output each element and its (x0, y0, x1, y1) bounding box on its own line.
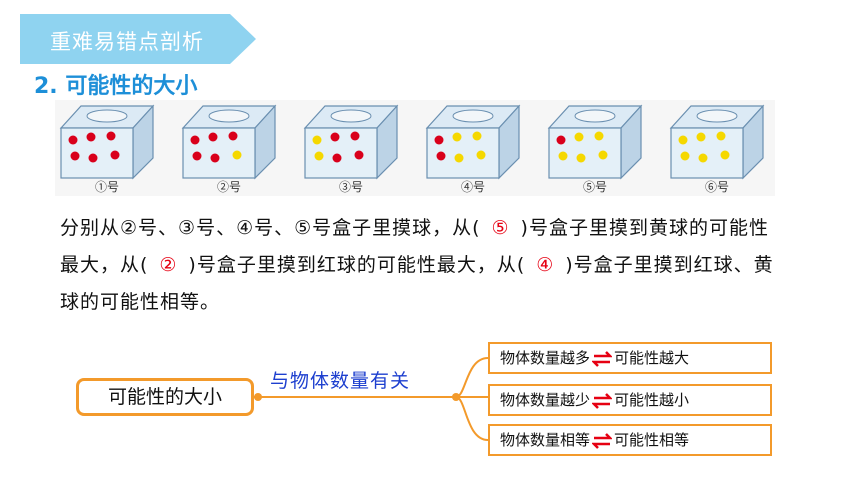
box-4: ④号 (423, 100, 523, 196)
box-6-graphic (669, 104, 765, 180)
red-ball (434, 135, 444, 145)
mindmap-root: 可能性的大小 (76, 378, 254, 416)
red-ball (330, 132, 340, 142)
red-ball (228, 131, 238, 141)
box-1-label: ①号 (94, 180, 119, 194)
leaf-2-right: 可能性越小 (614, 391, 690, 409)
box-3-label: ③号 (338, 180, 363, 194)
red-ball (436, 151, 446, 161)
box-2: ②号 (179, 100, 279, 196)
red-ball (88, 153, 98, 163)
box-5-graphic (547, 104, 643, 180)
red-ball (210, 153, 220, 163)
box-1-graphic (59, 104, 155, 180)
red-ball (68, 135, 78, 145)
red-ball (110, 150, 120, 160)
yellow-ball (314, 151, 324, 161)
leaf-1-right: 可能性越大 (614, 349, 690, 367)
yellow-ball (678, 135, 688, 145)
yellow-ball (232, 150, 242, 160)
bidirectional-arrow-icon (592, 350, 613, 367)
yellow-ball (594, 131, 604, 141)
question-part-4: )号盒子里摸到红球、黄球的可能性相等。 (60, 254, 774, 313)
red-ball (354, 150, 364, 160)
leaf-3-right: 可能性相等 (614, 431, 690, 449)
yellow-ball (454, 153, 464, 163)
bidirectional-arrow-icon (592, 392, 613, 409)
section-banner: 重难易错点剖析 (20, 14, 256, 64)
box-5-label: ⑤号 (582, 180, 607, 194)
box-4-graphic (425, 104, 521, 180)
red-ball (106, 131, 116, 141)
yellow-ball (680, 151, 690, 161)
answer-blank-1: ⑤ (491, 217, 510, 239)
mindmap-leaf-equal: 物体数量相等 可能性相等 (488, 424, 772, 456)
yellow-ball (698, 153, 708, 163)
mindmap-leaf-more: 物体数量越多 可能性越大 (488, 342, 772, 374)
banner-shape (20, 14, 256, 64)
yellow-ball (558, 151, 568, 161)
leaf-2-left: 物体数量越少 (500, 391, 591, 409)
red-ball (190, 135, 200, 145)
yellow-ball (696, 132, 706, 142)
red-ball (350, 131, 360, 141)
box-2-graphic (181, 104, 277, 180)
red-ball (208, 132, 218, 142)
yellow-ball (720, 150, 730, 160)
red-ball (192, 151, 202, 161)
bidirectional-arrow-icon (592, 432, 613, 449)
box-1: ①号 (57, 100, 157, 196)
box-4-label: ④号 (460, 180, 485, 194)
banner-title: 重难易错点剖析 (50, 30, 204, 54)
answer-blank-2: ② (159, 254, 178, 276)
yellow-ball (716, 131, 726, 141)
red-ball (332, 153, 342, 163)
question-part-3: )号盒子里摸到红球的可能性最大，从( (188, 254, 526, 276)
leaf-3-left: 物体数量相等 (500, 431, 591, 449)
red-ball (86, 132, 96, 142)
red-ball (556, 135, 566, 145)
yellow-ball (574, 132, 584, 142)
leaf-1-left: 物体数量越多 (500, 349, 591, 367)
box-3-graphic (303, 104, 399, 180)
yellow-ball (452, 132, 462, 142)
yellow-ball (476, 150, 486, 160)
question-part-2: )号盒子里摸到黄球的可能性最大，从( (60, 217, 769, 276)
question-text: 分别从②号、③号、④号、⑤号盒子里摸球，从( ⑤)号盒子里摸到黄球的可能性最大，从… (60, 210, 780, 321)
mindmap-leaf-less: 物体数量越少 可能性越小 (488, 384, 772, 416)
box-6-label: ⑥号 (704, 180, 729, 194)
answer-blank-3: ④ (536, 254, 555, 276)
yellow-ball (598, 150, 608, 160)
box-2-label: ②号 (216, 180, 241, 194)
box-6: ⑥号 (667, 100, 767, 196)
boxes-strip: ①号 ②号 ③号 ④号 ⑤号 ⑥号 (55, 100, 775, 196)
yellow-ball (576, 153, 586, 163)
section-title: 2. 可能性的大小 (34, 74, 198, 99)
yellow-ball (312, 135, 322, 145)
mindmap-middle-label: 与物体数量有关 (270, 370, 411, 392)
box-5: ⑤号 (545, 100, 645, 196)
question-part-1: 分别从②号、③号、④号、⑤号盒子里摸球，从( (60, 217, 481, 239)
red-ball (70, 151, 80, 161)
yellow-ball (472, 131, 482, 141)
box-3: ③号 (301, 100, 401, 196)
